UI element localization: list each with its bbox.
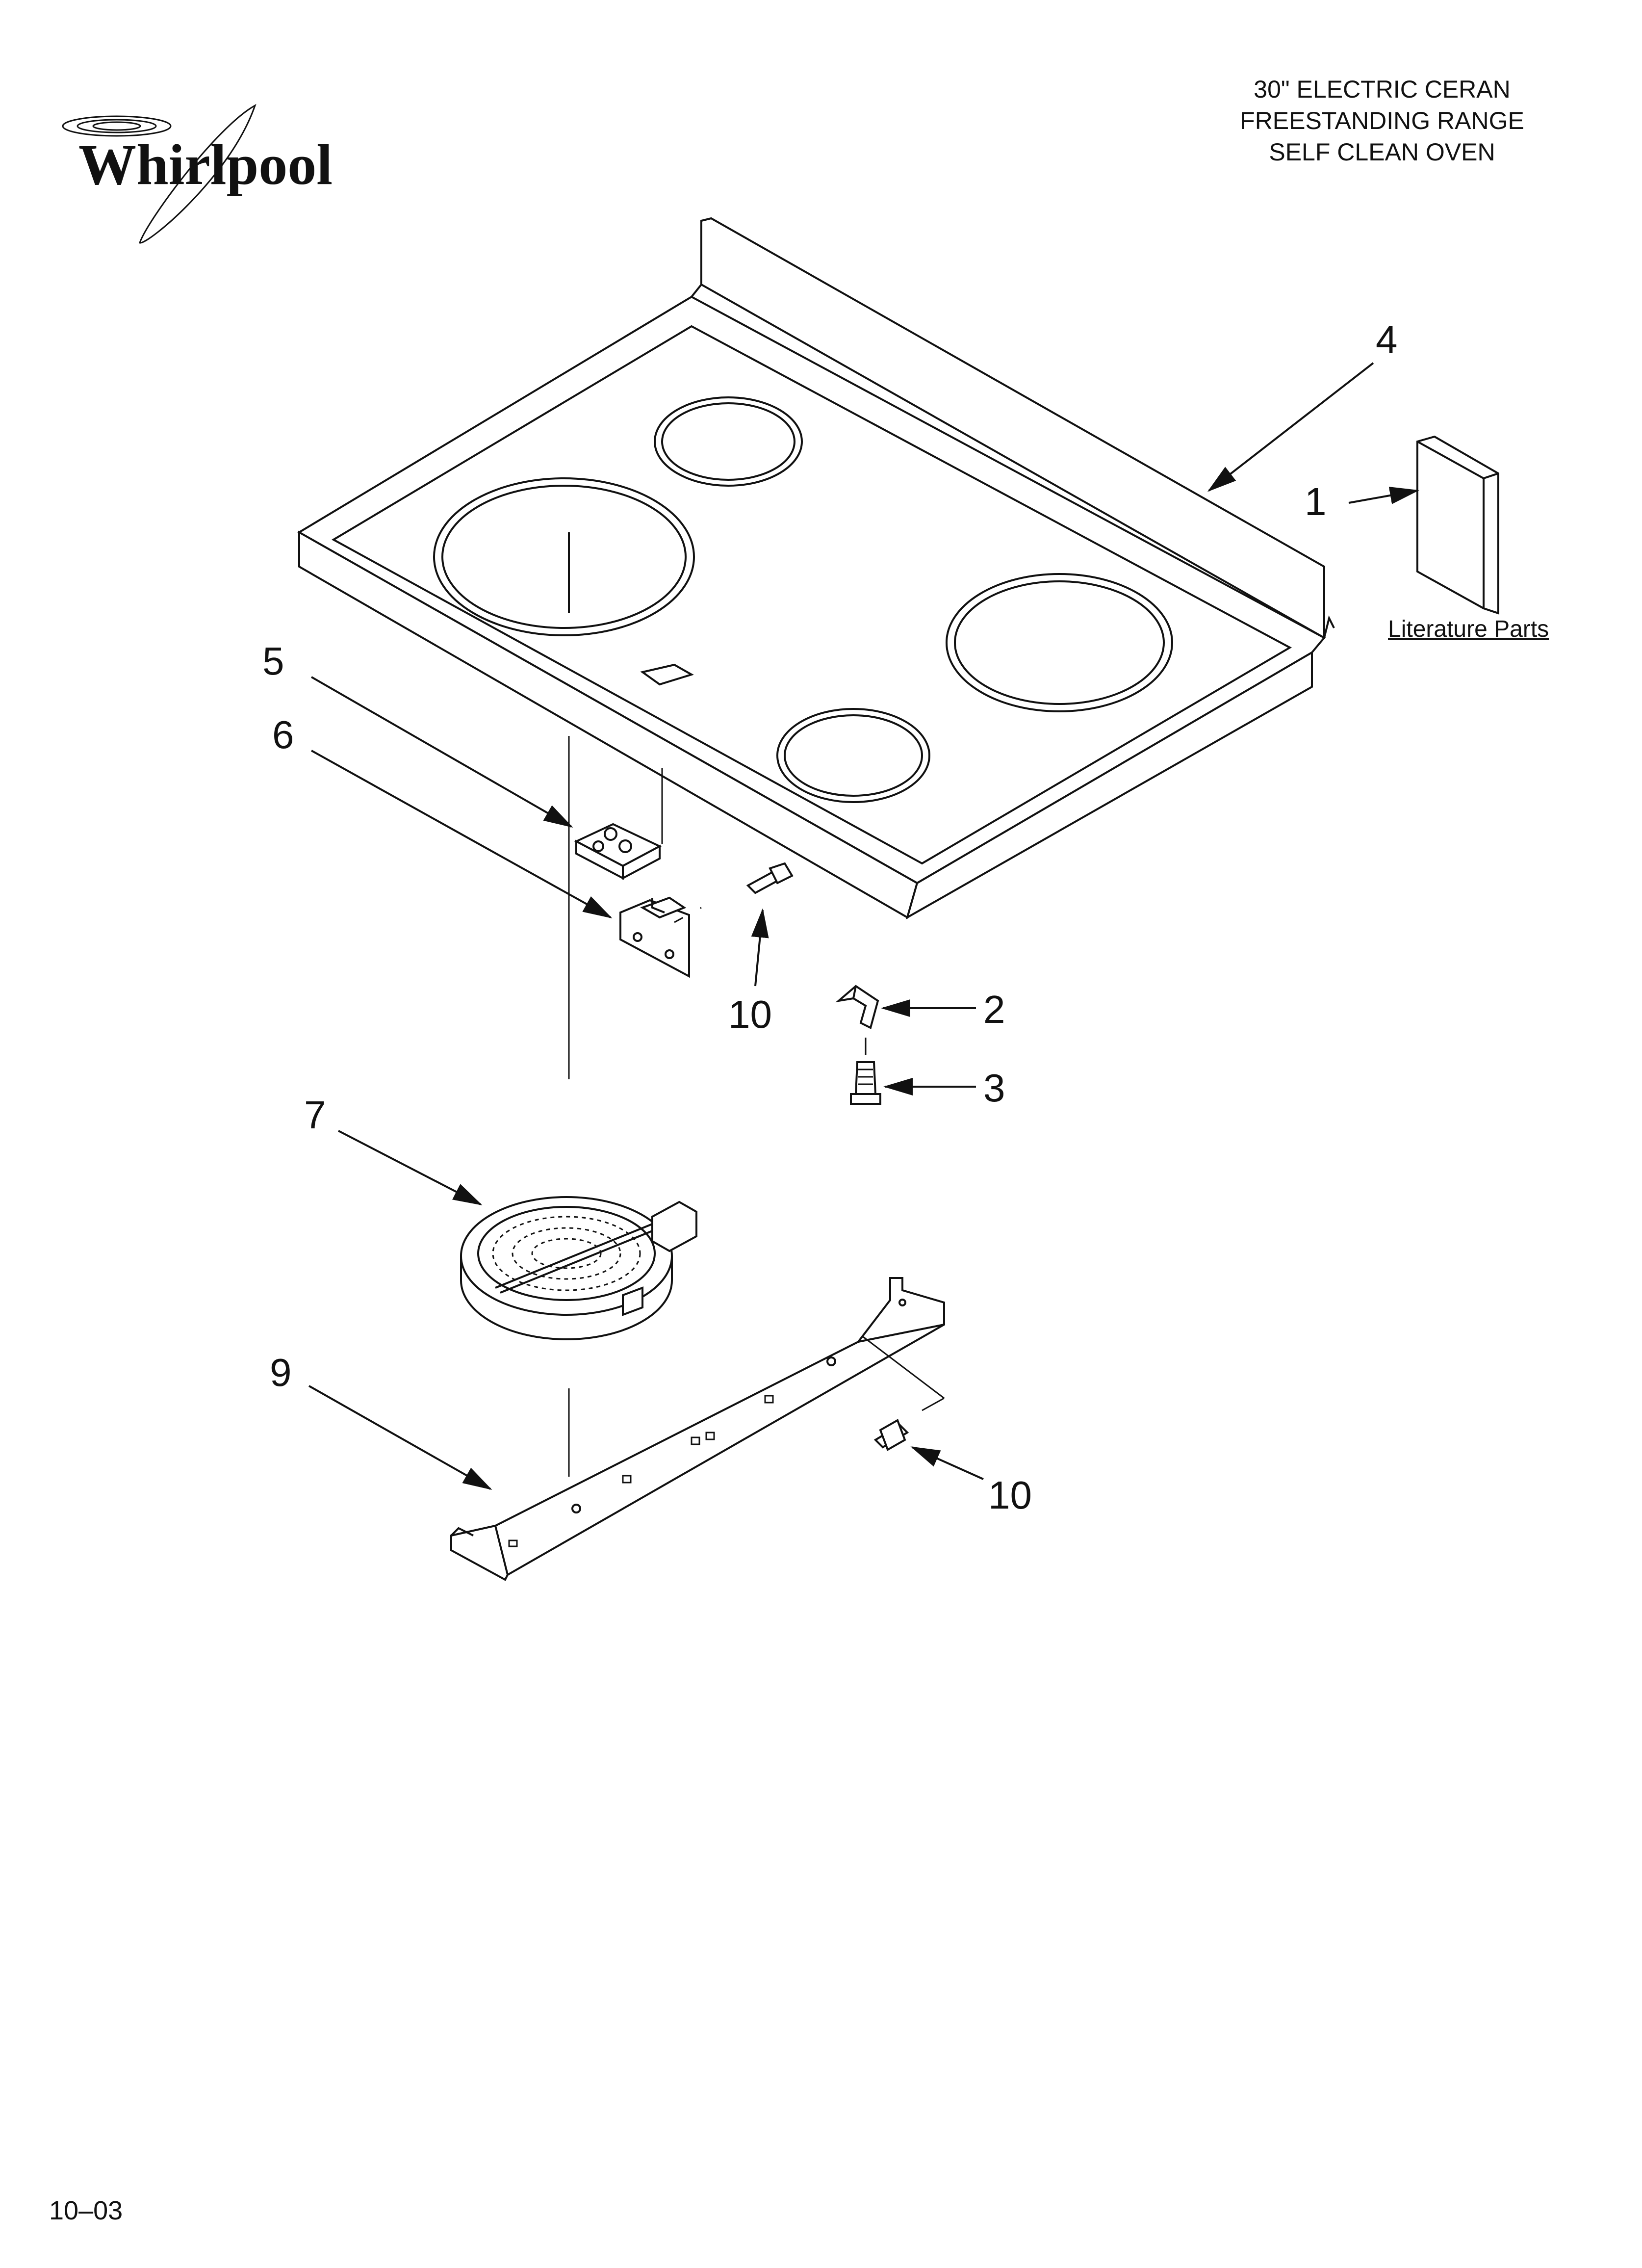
callout-4: 4: [1376, 318, 1398, 362]
title-line-3: SELF CLEAN OVEN: [1269, 138, 1495, 166]
screw-part-upper: [746, 862, 794, 894]
cooktop-assembly: [297, 217, 1335, 920]
callout-9: 9: [270, 1351, 292, 1394]
callout-10-upper: 10: [728, 992, 772, 1036]
footer-code: 10–03: [49, 2196, 123, 2225]
callout-1: 1: [1305, 480, 1327, 523]
diagram-title: 30" ELECTRIC CERAN FREESTANDING RANGE SE…: [1186, 74, 1578, 168]
literature-parts-label: Literature Parts: [1388, 616, 1549, 642]
callout-3: 3: [983, 1066, 1005, 1110]
radiant-element-part: [460, 1196, 697, 1340]
callout-7: 7: [304, 1093, 326, 1137]
literature-part: [1416, 435, 1499, 615]
screw-part-3: [850, 1061, 881, 1105]
callout-6: 6: [272, 713, 294, 756]
switch-bracket-part: [619, 896, 690, 978]
whirlpool-logo: Whirlpool: [62, 104, 333, 244]
support-bar-part: [450, 1277, 945, 1581]
title-line-1: 30" ELECTRIC CERAN: [1254, 76, 1511, 103]
clip-part: [835, 985, 879, 1029]
callout-2: 2: [983, 988, 1005, 1031]
title-line-2: FREESTANDING RANGE: [1240, 107, 1524, 134]
screw-part-lower: [873, 1419, 909, 1451]
callout-10-lower: 10: [988, 1473, 1032, 1517]
indicator-switch-part: [574, 823, 662, 880]
brand-wordmark: Whirlpool: [78, 132, 333, 197]
callout-5: 5: [262, 639, 284, 683]
